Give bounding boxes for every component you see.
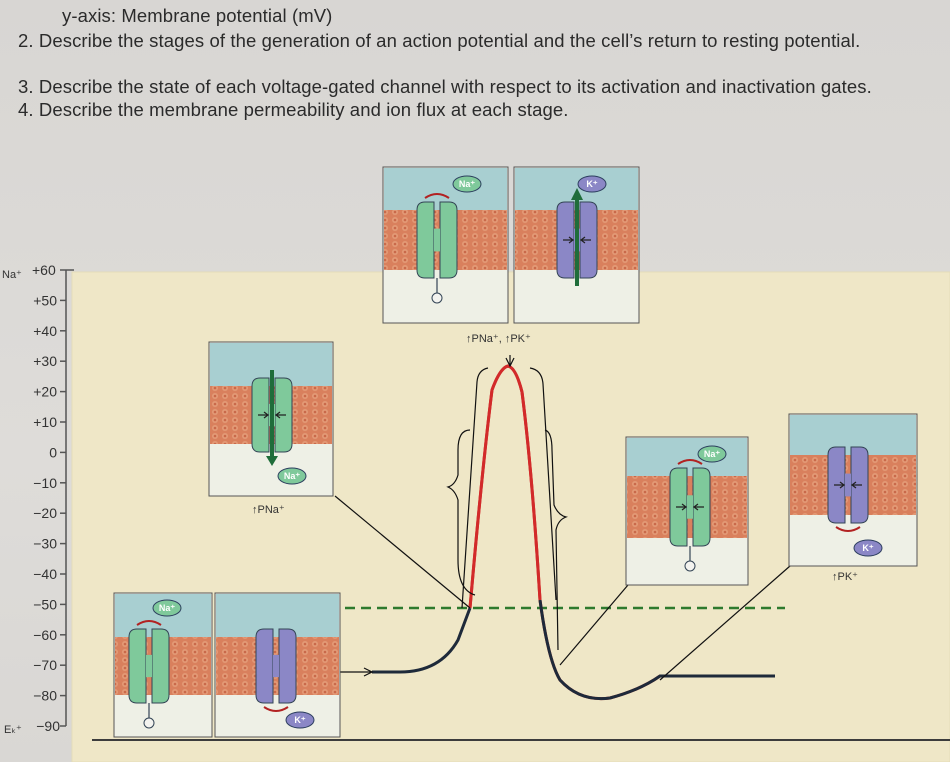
- channel-half: [416, 201, 435, 279]
- ion-badge: [697, 445, 727, 463]
- y-axis-caption: y-axis: Membrane potential (mV): [62, 5, 333, 26]
- p-k-up-label: ↑PK⁺: [832, 571, 858, 583]
- p-na-k-up-label: ↑PNa⁺, ↑PK⁺: [466, 333, 531, 345]
- ion-label: Na⁺: [459, 179, 476, 189]
- channel-half: [128, 628, 147, 704]
- question-2: 2. Describe the stages of the generation…: [18, 30, 861, 51]
- y-tick-label: −20: [33, 505, 57, 521]
- channel-half: [151, 628, 170, 704]
- channel-half: [278, 628, 297, 704]
- ion-label: K⁺: [586, 179, 597, 189]
- panel-peak-na: Na⁺: [382, 166, 509, 324]
- channel-half: [255, 628, 274, 704]
- inactivation-gate: [684, 560, 696, 572]
- question-3: 3. Describe the state of each voltage-ga…: [18, 76, 872, 97]
- channel-half: [439, 201, 458, 279]
- ion-badge: [452, 175, 482, 193]
- ion-label: Na⁺: [704, 449, 721, 459]
- panel-resting-k: K⁺: [214, 592, 341, 738]
- y-tick-label: −60: [33, 627, 57, 643]
- y-tick-label: +10: [33, 414, 57, 430]
- p-na-up-label: ↑PNa⁺: [252, 504, 285, 516]
- ion-badge: [285, 711, 315, 729]
- ion-label: Na⁺: [284, 471, 301, 481]
- y-tick-label: −40: [33, 566, 57, 582]
- ion-badge: [853, 539, 883, 557]
- panel-depolarization-na: Na⁺: [208, 341, 334, 497]
- y-tick-label: −10: [33, 475, 57, 491]
- panel-resting-na: Na⁺: [113, 592, 213, 738]
- inactivation-gate: [143, 717, 155, 729]
- ion-badge: [152, 599, 182, 617]
- y-tick-label: +20: [33, 384, 57, 400]
- ion-badge: [277, 467, 307, 485]
- question-4: 4. Describe the membrane permeability an…: [18, 99, 569, 120]
- y-tick-label: −30: [33, 536, 57, 552]
- y-tick-label-top: +60: [32, 262, 56, 278]
- y-tick-label: 0: [49, 444, 57, 460]
- y-tick-label: −50: [33, 596, 57, 612]
- y-tick-label: −80: [33, 688, 57, 704]
- panel-hyperpolarization-k: K⁺: [788, 413, 918, 567]
- panel-peak-k: K⁺: [513, 166, 640, 324]
- ion-label: K⁺: [294, 715, 305, 725]
- na-marker-label: Na⁺: [2, 269, 22, 281]
- k-marker-label: Eₖ⁺: [4, 724, 22, 736]
- y-tick-label: −70: [33, 657, 57, 673]
- panel-repolarization-na: Na⁺: [625, 436, 749, 586]
- y-tick-label: +50: [33, 292, 57, 308]
- y-axis: +50 +40 +30 +20 +10 0 −10 −20 −30 −40 −50 −60 −70 −80…: [32, 262, 74, 734]
- ion-badge: [577, 175, 607, 193]
- repolarization-trace: [538, 599, 775, 701]
- y-tick-label: −90: [36, 718, 60, 734]
- ion-label: K⁺: [862, 543, 873, 553]
- resting-trace: [372, 607, 472, 674]
- y-tick-label: +40: [33, 323, 57, 339]
- y-tick-label: +30: [33, 353, 57, 369]
- inactivation-gate: [431, 292, 443, 304]
- ion-label: Na⁺: [159, 603, 176, 613]
